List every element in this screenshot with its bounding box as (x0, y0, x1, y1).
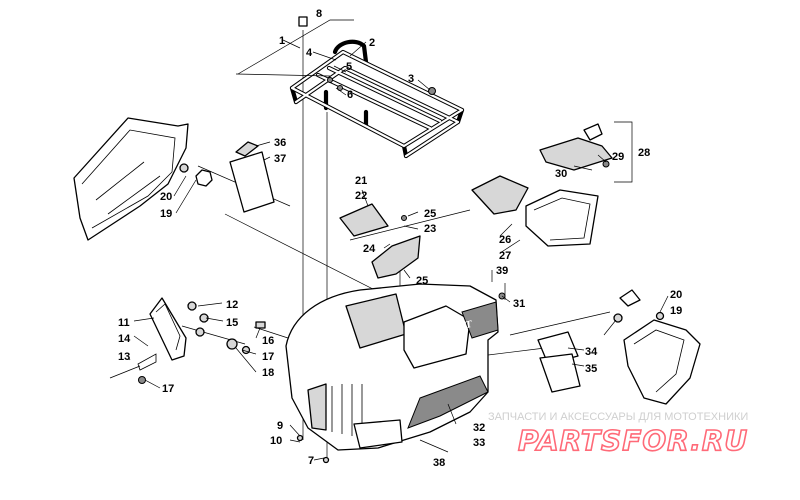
callout-20-left: 20 (160, 191, 172, 203)
callout-38: 38 (433, 457, 445, 469)
callout-3: 3 (408, 73, 414, 85)
callout-35: 35 (585, 363, 597, 375)
callout-13: 13 (118, 351, 130, 363)
callout-11: 11 (118, 317, 130, 329)
callout-9: 9 (277, 420, 283, 432)
callout-24: 24 (363, 243, 376, 255)
callout-36: 36 (274, 137, 286, 149)
callout-30: 30 (555, 168, 567, 180)
callout-39: 39 (496, 265, 508, 277)
callout-labels: 1 2 3 4 5 6 7 8 9 10 11 12 13 14 15 16 1… (118, 8, 682, 469)
callout-31: 31 (513, 298, 525, 310)
callout-4: 4 (306, 47, 313, 59)
callout-33: 33 (473, 437, 485, 449)
watermark-logo: PARTSFOR.RU (518, 424, 748, 457)
callout-26: 26 (499, 234, 511, 246)
callout-7: 7 (308, 455, 314, 467)
callout-25-bottom: 25 (416, 275, 428, 287)
callout-2: 2 (369, 37, 375, 49)
callout-8: 8 (316, 8, 322, 20)
callout-23: 23 (424, 223, 436, 235)
callout-17-left: 17 (162, 383, 174, 395)
callout-19-right: 19 (670, 305, 682, 317)
bracket-lines (235, 19, 633, 183)
callout-15: 15 (226, 317, 238, 329)
callout-17-right: 17 (262, 351, 274, 363)
callout-25-top: 25 (424, 208, 436, 220)
callout-10: 10 (270, 435, 282, 447)
storage-box (471, 123, 613, 247)
panel-36-37 (229, 141, 275, 213)
left-headlight-housing (109, 297, 266, 384)
callout-27: 27 (499, 250, 511, 262)
callout-34: 34 (585, 346, 598, 358)
cargo-rack (289, 16, 465, 159)
callout-20-right: 20 (670, 289, 682, 301)
callout-32: 32 (473, 422, 485, 434)
headlight-bezel (339, 203, 421, 279)
callout-21: 21 (355, 175, 367, 187)
callout-6: 6 (347, 89, 353, 101)
front-fender-body: ARCTIC CAT (285, 283, 506, 464)
callout-22: 22 (355, 190, 367, 202)
callout-14: 14 (118, 333, 131, 345)
callout-19-left: 19 (160, 208, 172, 220)
callout-1: 1 (279, 35, 285, 47)
callout-16: 16 (262, 335, 274, 347)
leader-lines (127, 39, 669, 461)
right-side-panel (537, 289, 701, 405)
callout-12: 12 (226, 299, 238, 311)
callout-37: 37 (274, 153, 286, 165)
callout-29: 29 (612, 151, 624, 163)
callout-18: 18 (262, 367, 274, 379)
left-side-panel (73, 117, 213, 241)
callout-5: 5 (346, 61, 352, 73)
watermark: ЗАПЧАСТИ И АКСЕССУАРЫ ДЛЯ МОТОТЕХНИКИ PA… (488, 411, 748, 458)
callout-28: 28 (638, 147, 650, 159)
watermark-caption: ЗАПЧАСТИ И АКСЕССУАРЫ ДЛЯ МОТОТЕХНИКИ (488, 411, 748, 423)
